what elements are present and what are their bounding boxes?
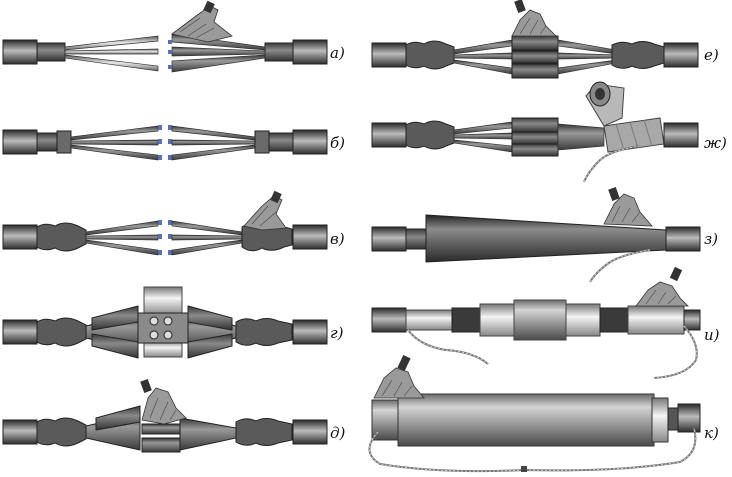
step-k-drawing [368,354,701,473]
step-a-drawing [2,0,328,73]
label-e: е) [704,46,719,64]
label-i: и) [704,326,720,344]
label-d: д) [330,424,346,442]
step-v-drawing [2,190,328,256]
step-d-drawing [2,378,328,453]
step-z-drawing [371,186,701,283]
label-a: а) [330,44,345,62]
step-g-drawing [2,286,328,359]
label-z: з) [704,230,719,248]
label-b: б) [330,134,346,152]
label-g: г) [330,324,344,342]
step-zh-drawing [371,81,699,183]
step-b-drawing [2,125,328,161]
label-v: в) [330,230,345,248]
step-e-drawing [371,0,699,79]
step-i-drawing [371,266,701,379]
label-k: к) [704,424,719,442]
label-zh: ж) [704,134,727,152]
